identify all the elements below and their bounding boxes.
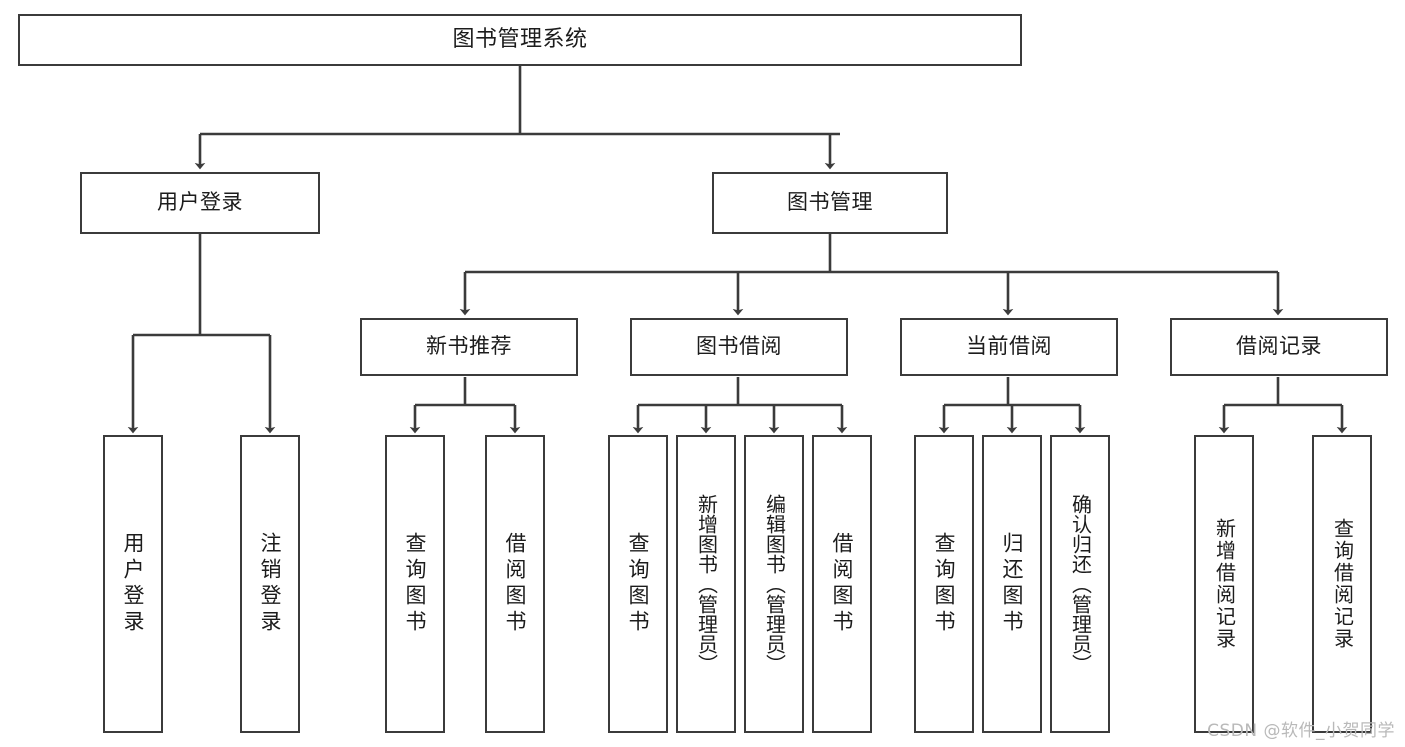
edge-group-root [194, 66, 840, 170]
edge-group-current-borrow [938, 377, 1086, 434]
leaf-current-borrow-2-label: 归还图书 [1000, 532, 1025, 636]
leaf-borrow-record-1-label: 新增借阅记录 [1212, 518, 1237, 650]
leaf-user-login-1[interactable]: 用户登录 [103, 435, 163, 733]
leaf-new-book-rec-1-label: 查询图书 [403, 532, 428, 636]
leaf-current-borrow-3[interactable]: 确认归还（管理员） [1050, 435, 1110, 733]
leaf-new-book-rec-2[interactable]: 借阅图书 [485, 435, 545, 733]
leaf-user-login-2[interactable]: 注销登录 [240, 435, 300, 733]
edge-group-book-manage [459, 234, 1284, 316]
leaf-book-borrow-4-label: 借阅图书 [830, 532, 855, 636]
node-root-label: 图书管理系统 [452, 26, 588, 52]
node-root[interactable]: 图书管理系统 [18, 14, 1022, 66]
leaf-user-login-2-label: 注销登录 [258, 532, 283, 636]
leaf-borrow-record-1[interactable]: 新增借阅记录 [1194, 435, 1254, 733]
node-borrow-record[interactable]: 借阅记录 [1170, 318, 1388, 376]
leaf-current-borrow-3-label: 确认归还（管理员） [1068, 494, 1093, 674]
leaf-current-borrow-1-label: 查询图书 [932, 532, 957, 636]
edge-group-new-book-rec [409, 377, 521, 434]
leaf-book-borrow-4[interactable]: 借阅图书 [812, 435, 872, 733]
leaf-book-borrow-2-label: 新增图书（管理员） [694, 494, 719, 674]
leaf-borrow-record-2[interactable]: 查询借阅记录 [1312, 435, 1372, 733]
node-user-login-label: 用户登录 [157, 190, 243, 215]
csdn-watermark: CSDN @软件_小贺同学 [1207, 721, 1395, 741]
node-new-book-rec-label: 新书推荐 [426, 334, 512, 359]
leaf-book-borrow-3[interactable]: 编辑图书（管理员） [744, 435, 804, 733]
node-book-borrow[interactable]: 图书借阅 [630, 318, 848, 376]
leaf-book-borrow-1-label: 查询图书 [626, 532, 651, 636]
node-book-borrow-label: 图书借阅 [696, 334, 782, 359]
node-book-manage-label: 图书管理 [787, 190, 873, 215]
node-current-borrow[interactable]: 当前借阅 [900, 318, 1118, 376]
leaf-book-borrow-3-label: 编辑图书（管理员） [762, 494, 787, 674]
edge-group-user-login [127, 234, 276, 434]
node-user-login[interactable]: 用户登录 [80, 172, 320, 234]
leaf-current-borrow-2[interactable]: 归还图书 [982, 435, 1042, 733]
leaf-new-book-rec-2-label: 借阅图书 [503, 532, 528, 636]
leaf-book-borrow-1[interactable]: 查询图书 [608, 435, 668, 733]
leaf-book-borrow-2[interactable]: 新增图书（管理员） [676, 435, 736, 733]
node-current-borrow-label: 当前借阅 [966, 334, 1052, 359]
leaf-user-login-1-label: 用户登录 [121, 532, 146, 636]
edge-group-book-borrow [632, 377, 848, 434]
leaf-current-borrow-1[interactable]: 查询图书 [914, 435, 974, 733]
edge-group-borrow-record [1218, 377, 1348, 434]
node-new-book-rec[interactable]: 新书推荐 [360, 318, 578, 376]
node-borrow-record-label: 借阅记录 [1236, 334, 1322, 359]
leaf-new-book-rec-1[interactable]: 查询图书 [385, 435, 445, 733]
node-book-manage[interactable]: 图书管理 [712, 172, 948, 234]
leaf-borrow-record-2-label: 查询借阅记录 [1330, 518, 1355, 650]
